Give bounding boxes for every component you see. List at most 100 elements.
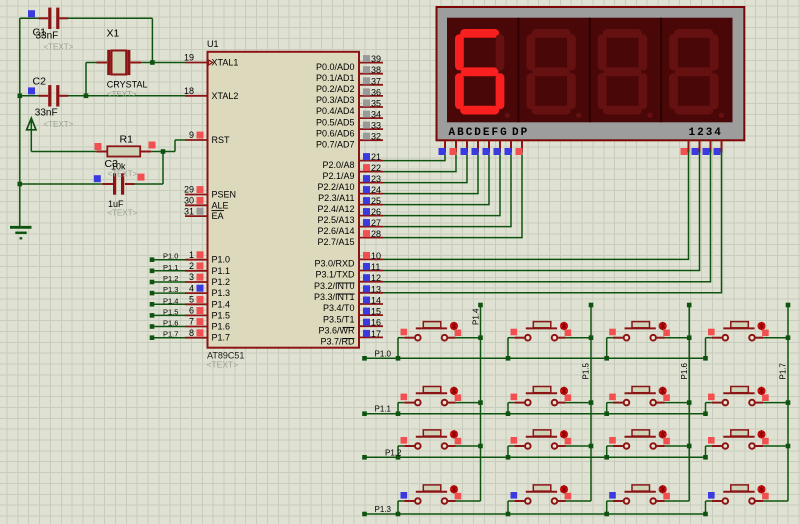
- svg-text:15: 15: [371, 307, 381, 317]
- svg-text:P3.1/TXD: P3.1/TXD: [315, 270, 355, 280]
- svg-text:P0.2/AD2: P0.2/AD2: [316, 84, 355, 94]
- svg-text:1234: 1234: [689, 127, 723, 139]
- svg-text:33: 33: [371, 121, 381, 131]
- svg-text:13: 13: [371, 284, 381, 294]
- svg-text:P1.4: P1.4: [471, 308, 480, 325]
- svg-text:X1: X1: [107, 28, 120, 40]
- svg-text:<TEXT>: <TEXT>: [108, 170, 138, 179]
- svg-text:19: 19: [184, 53, 194, 63]
- svg-text:P2.3/A11: P2.3/A11: [318, 193, 354, 203]
- svg-text:32: 32: [371, 132, 381, 142]
- svg-text:P3.5/T1: P3.5/T1: [323, 314, 355, 324]
- svg-text:12: 12: [371, 273, 381, 283]
- svg-text:P3.7/RD: P3.7/RD: [320, 337, 355, 347]
- svg-text:P1.1: P1.1: [163, 263, 178, 272]
- svg-text:10: 10: [371, 251, 381, 261]
- svg-text:ABCDEFG: ABCDEFG: [449, 127, 509, 139]
- svg-text:P1.0: P1.0: [163, 252, 178, 261]
- svg-text:28: 28: [371, 229, 381, 239]
- svg-text:P3.3/INT1: P3.3/INT1: [314, 292, 355, 302]
- svg-text:14: 14: [371, 296, 381, 306]
- svg-text:P2.6/A14: P2.6/A14: [317, 226, 354, 236]
- svg-text:P0.3/AD3: P0.3/AD3: [316, 95, 355, 105]
- svg-text:39: 39: [371, 54, 381, 64]
- svg-text:ALE: ALE: [212, 200, 229, 210]
- svg-text:P2.5/A13: P2.5/A13: [317, 215, 354, 225]
- svg-text:P3.4/T0: P3.4/T0: [323, 303, 355, 313]
- svg-text:29: 29: [184, 185, 194, 195]
- svg-text:P1.7: P1.7: [212, 333, 231, 343]
- svg-text:XTAL2: XTAL2: [212, 91, 239, 101]
- svg-text:23: 23: [371, 174, 381, 184]
- svg-text:<TEXT>: <TEXT>: [107, 90, 137, 99]
- svg-text:P0.6/AD6: P0.6/AD6: [316, 128, 355, 138]
- svg-text:P1.5: P1.5: [582, 362, 591, 379]
- svg-text:P1.3: P1.3: [212, 288, 231, 298]
- svg-text:P3.2/INT0: P3.2/INT0: [314, 281, 355, 291]
- svg-text:24: 24: [371, 185, 381, 195]
- svg-text:PSEN: PSEN: [212, 190, 237, 200]
- svg-text:<TEXT>: <TEXT>: [207, 360, 239, 370]
- svg-text:P1.0: P1.0: [212, 255, 231, 265]
- svg-text:P2.1/A9: P2.1/A9: [322, 171, 354, 181]
- svg-text:37: 37: [371, 76, 381, 86]
- svg-text:<TEXT>: <TEXT>: [44, 120, 74, 129]
- svg-text:P2.4/A12: P2.4/A12: [317, 204, 354, 214]
- svg-text:11: 11: [371, 262, 380, 272]
- svg-text:P2.7/A15: P2.7/A15: [317, 237, 354, 247]
- svg-text:P1.3: P1.3: [375, 505, 392, 514]
- svg-text:P1.3: P1.3: [163, 285, 178, 294]
- svg-text:AT89C51: AT89C51: [207, 350, 244, 360]
- svg-text:31: 31: [184, 206, 194, 216]
- svg-text:2: 2: [189, 261, 194, 271]
- svg-text:P1.6: P1.6: [680, 362, 689, 379]
- svg-text:33nF: 33nF: [35, 107, 58, 118]
- svg-text:P1.7: P1.7: [779, 362, 788, 379]
- svg-text:26: 26: [371, 207, 381, 217]
- svg-text:P0.4/AD4: P0.4/AD4: [316, 106, 355, 116]
- svg-text:P1.1: P1.1: [375, 405, 392, 414]
- svg-text:P1.7: P1.7: [163, 330, 178, 339]
- svg-text:10k: 10k: [111, 162, 126, 172]
- svg-text:P1.5: P1.5: [163, 307, 178, 316]
- svg-text:1: 1: [189, 250, 194, 260]
- svg-text:3: 3: [189, 272, 194, 282]
- svg-text:EA: EA: [212, 211, 224, 221]
- svg-text:P1.6: P1.6: [163, 319, 178, 328]
- svg-text:P1.2: P1.2: [212, 277, 231, 287]
- svg-text:17: 17: [371, 329, 381, 339]
- svg-text:P0.7/AD7: P0.7/AD7: [316, 139, 355, 149]
- svg-text:P2.2/A10: P2.2/A10: [317, 182, 354, 192]
- svg-text:P1.4: P1.4: [163, 296, 178, 305]
- svg-text:XTAL1: XTAL1: [212, 58, 239, 68]
- svg-text:C1: C1: [33, 27, 47, 39]
- svg-text:C3: C3: [105, 158, 119, 170]
- svg-text:21: 21: [371, 152, 381, 162]
- svg-text:25: 25: [371, 196, 381, 206]
- svg-text:P1.5: P1.5: [212, 310, 231, 320]
- svg-text:P0.1/AD1: P0.1/AD1: [316, 73, 355, 83]
- svg-text:8: 8: [189, 328, 194, 338]
- svg-text:9: 9: [189, 130, 194, 140]
- svg-text:P1.0: P1.0: [375, 349, 392, 358]
- svg-text:P1.1: P1.1: [212, 266, 231, 276]
- svg-text:P1.6: P1.6: [212, 322, 231, 332]
- svg-text:<TEXT>: <TEXT>: [108, 209, 138, 218]
- svg-text:30: 30: [184, 196, 194, 206]
- svg-text:34: 34: [371, 110, 381, 120]
- svg-text:16: 16: [371, 318, 381, 328]
- svg-text:4: 4: [189, 283, 194, 293]
- svg-text:P2.0/A8: P2.0/A8: [322, 160, 354, 170]
- svg-text:<TEXT>: <TEXT>: [44, 43, 74, 52]
- svg-text:18: 18: [184, 86, 194, 96]
- svg-text:22: 22: [371, 163, 381, 173]
- svg-text:35: 35: [371, 99, 381, 109]
- svg-text:P0.5/AD5: P0.5/AD5: [316, 117, 355, 127]
- svg-text:P1.2: P1.2: [163, 274, 178, 283]
- svg-text:R1: R1: [120, 134, 134, 146]
- svg-text:P3.6/WR: P3.6/WR: [318, 325, 355, 335]
- svg-text:6: 6: [189, 306, 194, 316]
- svg-text:38: 38: [371, 65, 381, 75]
- svg-text:36: 36: [371, 87, 381, 97]
- svg-text:33nF: 33nF: [36, 31, 59, 42]
